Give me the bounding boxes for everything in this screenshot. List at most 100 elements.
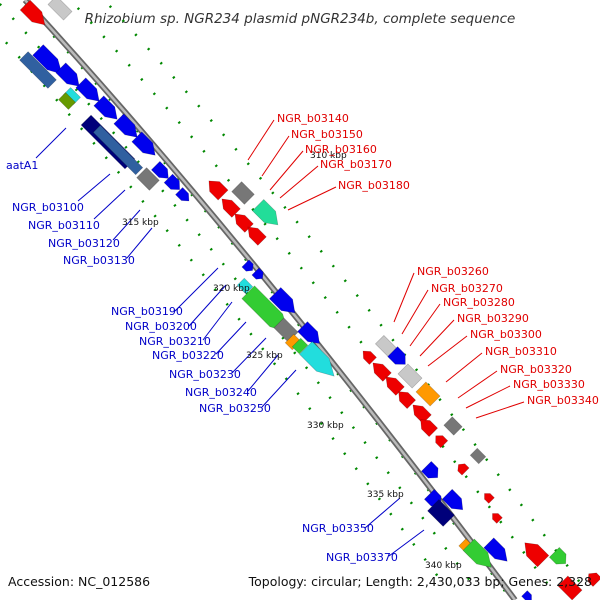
gene-label-NGR_b03140[interactable]: NGR_b03140 [277, 112, 349, 125]
reverse-gene-arrow[interactable] [585, 570, 600, 587]
forward-gene-arrow[interactable] [47, 0, 73, 21]
label-leader-line [126, 227, 153, 259]
forward-gene-arrow[interactable] [136, 167, 160, 191]
forward-gene-arrow[interactable] [163, 173, 184, 194]
forward-gene-arrow[interactable] [483, 537, 512, 566]
reverse-gene-arrow[interactable] [519, 537, 550, 568]
kbp-label-335: 335 kbp [367, 490, 404, 500]
gene-label-aatA1[interactable]: aatA1 [6, 159, 38, 172]
kbp-label-340: 340 kbp [425, 561, 462, 571]
gene-label-NGR_b03150[interactable]: NGR_b03150 [291, 128, 363, 141]
forward-gene-arrow[interactable] [269, 287, 300, 318]
gene-label-NGR_b03250[interactable]: NGR_b03250 [199, 402, 271, 415]
label-leader-line [445, 352, 483, 383]
gene-label-NGR_b03200[interactable]: NGR_b03200 [125, 320, 197, 333]
forward-gene-arrow[interactable] [548, 546, 570, 568]
forward-gene-arrow[interactable] [441, 488, 467, 514]
label-leader-line [174, 267, 219, 312]
reverse-gene-arrow[interactable] [416, 415, 439, 438]
gene-label-NGR_b03310[interactable]: NGR_b03310 [485, 345, 557, 358]
reverse-gene-arrow[interactable] [204, 176, 229, 201]
reverse-gene-arrow[interactable] [394, 387, 417, 410]
gene-label-NGR_b03350[interactable]: NGR_b03350 [302, 522, 374, 535]
gene-label-NGR_b03370[interactable]: NGR_b03370 [326, 551, 398, 564]
forward-gene-arrow[interactable] [415, 381, 441, 407]
gene-label-NGR_b03180[interactable]: NGR_b03180 [338, 179, 410, 192]
label-leader-line [77, 173, 111, 202]
forward-gene-arrow[interactable] [32, 44, 68, 80]
label-leader-line [215, 321, 247, 355]
forward-gene-arrow[interactable] [113, 113, 142, 142]
label-leader-line [364, 497, 401, 529]
forward-gene-arrow[interactable] [297, 321, 325, 349]
reverse-gene-arrow[interactable] [432, 432, 449, 449]
forward-gene-arrow[interactable] [469, 447, 487, 465]
reverse-gene-arrow[interactable] [490, 511, 503, 524]
gene-label-NGR_b03130[interactable]: NGR_b03130 [63, 254, 135, 267]
forward-gene-arrow[interactable] [241, 259, 256, 274]
forward-gene-arrow[interactable] [387, 346, 411, 370]
forward-gene-arrow[interactable] [19, 51, 57, 89]
label-leader-line [457, 370, 498, 399]
gene-label-NGR_b03240[interactable]: NGR_b03240 [185, 386, 257, 399]
reverse-gene-arrow[interactable] [382, 373, 405, 396]
label-leader-line [393, 272, 415, 323]
forward-gene-arrow[interactable] [175, 187, 193, 205]
gene-label-NGR_b03340[interactable]: NGR_b03340 [527, 394, 599, 407]
gene-label-NGR_b03280[interactable]: NGR_b03280 [443, 296, 515, 309]
label-leaders [35, 119, 525, 557]
forward-gene-arrow[interactable] [92, 124, 144, 176]
forward-gene-arrow[interactable] [299, 341, 340, 382]
forward-gene-arrow[interactable] [150, 160, 172, 182]
gene-label-NGR_b03160[interactable]: NGR_b03160 [305, 143, 377, 156]
forward-gene-arrow[interactable] [252, 199, 283, 230]
gene-label-NGR_b03300[interactable]: NGR_b03300 [470, 328, 542, 341]
forward-gene-arrow[interactable] [75, 77, 104, 106]
forward-gene-arrow[interactable] [462, 538, 497, 573]
forward-gene-arrow[interactable] [231, 181, 255, 205]
kbp-label-310: 310 kbp [310, 151, 347, 161]
reverse-gene-arrow[interactable] [218, 195, 241, 218]
gene-label-NGR_b03110[interactable]: NGR_b03110 [28, 219, 100, 232]
forward-gene-arrow[interactable] [557, 575, 583, 600]
gene-label-NGR_b03330[interactable]: NGR_b03330 [513, 378, 585, 391]
label-leader-line [465, 385, 511, 409]
forward-gene-arrow[interactable] [284, 333, 302, 351]
reverse-gene-arrow[interactable] [482, 491, 495, 504]
forward-gene-arrow[interactable] [427, 499, 455, 527]
forward-gene-arrow[interactable] [236, 277, 254, 295]
gene-label-NGR_b03190[interactable]: NGR_b03190 [111, 305, 183, 318]
forward-gene-arrow[interactable] [55, 62, 84, 91]
gene-label-NGR_b03320[interactable]: NGR_b03320 [500, 363, 572, 376]
forward-gene-arrow[interactable] [420, 460, 442, 482]
reverse-gene-arrow[interactable] [369, 359, 392, 382]
forward-gene-arrow[interactable] [93, 95, 122, 124]
forward-gene-arrow[interactable] [251, 267, 266, 282]
reverse-gene-arrow[interactable] [455, 461, 470, 476]
reverse-gene-arrow[interactable] [360, 348, 377, 365]
forward-gene-arrow[interactable] [19, 0, 50, 30]
gene-label-NGR_b03290[interactable]: NGR_b03290 [457, 312, 529, 325]
reverse-gene-arrow[interactable] [244, 223, 267, 246]
label-leader-line [261, 369, 297, 408]
gene-label-NGR_b03210[interactable]: NGR_b03210 [139, 335, 211, 348]
forward-gene-arrow[interactable] [443, 416, 463, 436]
gene-label-NGR_b03220[interactable]: NGR_b03220 [152, 349, 224, 362]
forward-gene-arrow[interactable] [521, 590, 535, 600]
gene-label-NGR_b03230[interactable]: NGR_b03230 [169, 368, 241, 381]
label-leader-line [247, 119, 275, 161]
forward-gene-arrow[interactable] [58, 92, 76, 110]
label-leader-line [409, 303, 441, 347]
gene-label-NGR_b03270[interactable]: NGR_b03270 [431, 282, 503, 295]
forward-gene-arrow[interactable] [291, 337, 309, 355]
label-leader-line [112, 209, 141, 241]
gene-label-NGR_b03120[interactable]: NGR_b03120 [48, 237, 120, 250]
gene-label-NGR_b03100[interactable]: NGR_b03100 [12, 201, 84, 214]
forward-gene-arrow[interactable] [131, 131, 160, 160]
map-title: Rhizobium sp. NGR234 plasmid pNGR234b, c… [85, 11, 516, 27]
gene-label-NGR_b03170[interactable]: NGR_b03170 [320, 158, 392, 171]
gene-label-NGR_b03260[interactable]: NGR_b03260 [417, 265, 489, 278]
forward-gene-arrow[interactable] [397, 363, 423, 389]
label-leader-line [427, 335, 468, 367]
